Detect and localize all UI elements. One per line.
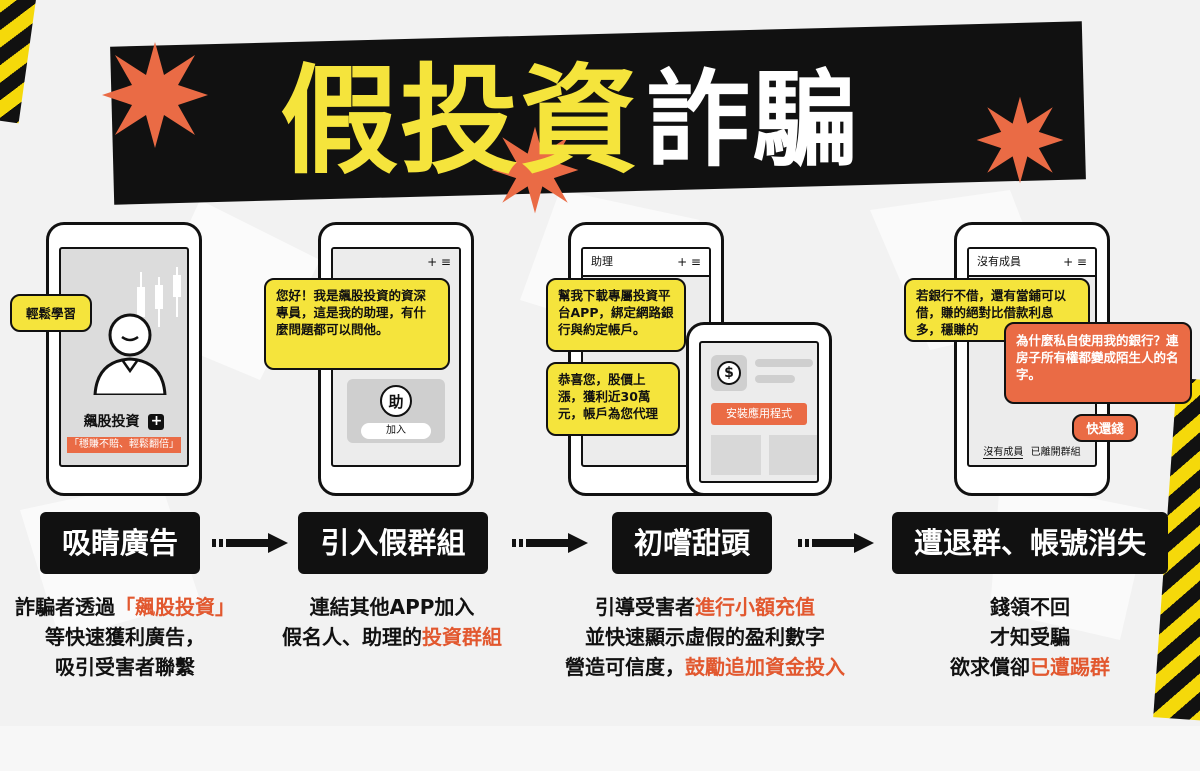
menu-icon: + ≡ bbox=[427, 255, 451, 269]
desc-line: 引導受害者進行小額充值 bbox=[595, 595, 815, 619]
burst-icon bbox=[102, 42, 208, 148]
desc-line: 等快速獲利廣告， bbox=[45, 625, 205, 649]
arrow-icon bbox=[512, 533, 588, 553]
desc-line: 假名人、助理的投資群組 bbox=[282, 625, 502, 649]
step-label-1: 吸睛廣告 bbox=[40, 512, 200, 574]
install-button[interactable]: 安裝應用程式 bbox=[711, 403, 807, 425]
group-status: 沒有成員 已離開群組 bbox=[969, 445, 1095, 461]
demand-message: 快還錢 bbox=[1072, 414, 1138, 442]
desc-line: 連結其他APP加入 bbox=[309, 595, 475, 619]
desc-line: 營造可信度，鼓勵追加資金投入 bbox=[565, 655, 845, 679]
step-label-2: 引入假群組 bbox=[298, 512, 488, 574]
desc-line: 欲求償卻已遭踢群 bbox=[950, 655, 1110, 679]
phone-app-install: $ 安裝應用程式 bbox=[686, 322, 832, 496]
desc-line: 吸引受害者聯繫 bbox=[55, 655, 195, 679]
ad-name: 飆股投資 bbox=[83, 414, 140, 430]
chat-header: + ≡ bbox=[333, 249, 459, 275]
phone-ad: 飆股投資 + 「穩賺不賠、輕鬆翻倍」 bbox=[46, 222, 202, 496]
app-placeholder-line bbox=[755, 359, 813, 367]
step-desc-3: 引導受害者進行小額充值 並快速顯示虛假的盈利數字 營造可信度，鼓勵追加資金投入 bbox=[540, 592, 870, 682]
contact-name: 沒有成員 bbox=[977, 255, 1021, 268]
arrow-icon bbox=[212, 533, 288, 553]
desc-line: 錢領不回 bbox=[990, 595, 1070, 619]
title-rest: 詐騙 bbox=[646, 58, 859, 181]
victim-message: 為什麼私自使用我的銀行？連房子所有權都變成陌生人的名字。 bbox=[1004, 322, 1192, 404]
arrow-icon bbox=[798, 533, 874, 553]
group-avatar: 助 bbox=[380, 385, 412, 417]
plus-icon: + bbox=[148, 414, 165, 430]
ad-slogan: 「穩賺不賠、輕鬆翻倍」 bbox=[67, 437, 181, 453]
desc-line: 並快速顯示虛假的盈利數字 bbox=[585, 625, 825, 649]
app-placeholder-line bbox=[755, 375, 795, 383]
desc-line: 詐騙者透過「飆股投資」 bbox=[15, 595, 235, 619]
join-button[interactable]: 加入 bbox=[361, 423, 431, 439]
title-highlight: 假投資 bbox=[280, 51, 641, 190]
app-placeholder-block bbox=[711, 435, 761, 475]
phone-screen: 飆股投資 + 「穩賺不賠、輕鬆翻倍」 bbox=[59, 247, 189, 467]
assistant-message-2: 恭喜您，股價上漲，獲利近30萬元，帳戶為您代理 bbox=[546, 362, 680, 436]
person-icon bbox=[93, 313, 167, 395]
app-placeholder-block bbox=[769, 435, 817, 475]
status-left: 已離開群組 bbox=[1030, 447, 1081, 458]
page-title: 假投資 詐騙 bbox=[280, 40, 858, 190]
burst-icon bbox=[491, 126, 579, 214]
step-desc-4: 錢領不回 才知受騙 欲求償卻已遭踢群 bbox=[920, 592, 1140, 682]
step-label-3: 初嚐甜頭 bbox=[612, 512, 772, 574]
chat-header: 沒有成員 + ≡ bbox=[969, 249, 1095, 277]
step-desc-1: 詐騙者透過「飆股投資」 等快速獲利廣告， 吸引受害者聯繫 bbox=[0, 592, 250, 682]
menu-icon: + ≡ bbox=[1063, 255, 1087, 269]
menu-icon: + ≡ bbox=[677, 255, 701, 269]
specialist-message: 您好！我是飆股投資的資深專員，這是我的助理，有什麼問題都可以問他。 bbox=[264, 278, 450, 370]
dollar-icon: $ bbox=[711, 355, 747, 391]
step-desc-2: 連結其他APP加入 假名人、助理的投資群組 bbox=[262, 592, 522, 652]
phone-screen: $ 安裝應用程式 bbox=[699, 341, 819, 483]
bottom-strip bbox=[0, 726, 1200, 771]
hazard-stripe-left bbox=[0, 0, 41, 124]
candlestick-icon bbox=[137, 267, 181, 337]
group-card: 助 加入 bbox=[347, 379, 445, 443]
assistant-message-1: 幫我下載專屬投資平台APP，綁定網路銀行與約定帳戶。 bbox=[546, 278, 686, 352]
status-member: 沒有成員 bbox=[983, 447, 1024, 459]
desc-line: 才知受騙 bbox=[990, 625, 1070, 649]
burst-icon bbox=[976, 96, 1064, 184]
ad-name-row: 飆股投資 + bbox=[61, 411, 187, 433]
step-label-4: 遭退群、帳號消失 bbox=[892, 512, 1168, 574]
contact-name: 助理 bbox=[591, 255, 613, 268]
ad-tag-bubble: 輕鬆學習 bbox=[10, 294, 92, 332]
chat-header: 助理 + ≡ bbox=[583, 249, 709, 277]
